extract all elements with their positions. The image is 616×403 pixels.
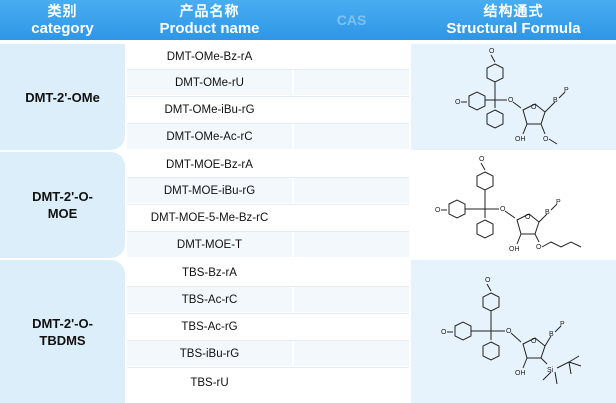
cas-cell	[294, 287, 409, 312]
cas-cell	[294, 232, 409, 257]
header-cas: CAS	[336, 11, 367, 28]
cas-cell	[294, 44, 409, 69]
row-separator	[127, 313, 409, 314]
cas-cell	[294, 341, 409, 366]
product-row: TBS-Ac-rG	[127, 314, 292, 339]
cas-cell	[294, 314, 409, 339]
column-separator	[125, 40, 127, 403]
cas-cell	[294, 368, 409, 398]
atom-label: O	[479, 156, 485, 163]
product-row: TBS-iBu-rG	[127, 341, 292, 366]
atom-label: B	[545, 209, 550, 216]
atom-label: O	[489, 48, 495, 55]
formula-drawing: O O O O B P OH O	[435, 156, 582, 253]
atom-label: O	[508, 97, 514, 104]
atom-label: OH	[509, 246, 520, 253]
atom-label: O	[525, 214, 531, 221]
product-row: DMT-MOE-5-Me-Bz-rC	[127, 205, 292, 230]
structural-formula-moe: O O O O B P OH O	[411, 152, 616, 258]
structural-formula-omE: O O O O B P OH	[411, 44, 616, 150]
category-cell-omE: DMT-2'-OMe	[0, 44, 125, 150]
product-row: TBS-Ac-rC	[127, 287, 292, 312]
header-structural-formula: 结构通式 Structural Formula	[446, 3, 581, 37]
product-row: TBS-Bz-rA	[127, 260, 292, 285]
atom-label: O	[455, 99, 461, 106]
row-separator	[127, 231, 409, 232]
atom-label: O	[506, 328, 512, 335]
atom-label: O	[441, 329, 447, 336]
cas-cell	[294, 124, 409, 149]
atom-label: B	[549, 331, 554, 338]
cas-cell	[294, 205, 409, 230]
atom-label: OH	[515, 370, 526, 377]
atom-label: O	[536, 244, 542, 251]
cas-cell	[294, 260, 409, 285]
atom-label: Si	[547, 367, 554, 374]
cas-cell	[294, 70, 409, 95]
column-separator	[409, 40, 411, 403]
table-header: 类别 category 产品名称 Product name CAS 结构通式 S…	[0, 0, 616, 40]
product-row: DMT-OMe-Bz-rA	[127, 44, 292, 69]
row-separator	[127, 123, 409, 124]
category-cell-moe: DMT-2'-O- MOE	[0, 152, 125, 258]
atom-label: OH	[515, 136, 526, 143]
atom-label: P	[560, 321, 565, 328]
product-row: TBS-rU	[127, 368, 292, 398]
row-separator	[127, 286, 409, 287]
row-separator	[127, 177, 409, 178]
product-row: DMT-OMe-iBu-rG	[127, 97, 292, 122]
header-product-name: 产品名称 Product name	[159, 3, 260, 37]
formula-drawing: O O O O B P OH Si	[441, 277, 582, 385]
atom-label: B	[553, 97, 558, 104]
atom-label: O	[531, 104, 537, 111]
cas-cell	[294, 152, 409, 177]
row-separator	[127, 367, 409, 368]
product-row: DMT-MOE-T	[127, 232, 292, 257]
header-category: 类别 category	[31, 3, 94, 37]
product-row: DMT-OMe-rU	[127, 70, 292, 95]
row-separator	[127, 69, 409, 70]
structural-formula-tbdms: O O O O B P OH Si	[411, 260, 616, 403]
atom-label: O	[531, 338, 537, 345]
product-row: DMT-OMe-Ac-rC	[127, 124, 292, 149]
row-separator	[127, 340, 409, 341]
atom-label: P	[564, 87, 569, 94]
formula-drawing: O O O O B P OH	[455, 48, 569, 145]
atom-label: O	[435, 207, 441, 214]
product-row: DMT-MOE-Bz-rA	[127, 152, 292, 177]
cas-cell	[294, 97, 409, 122]
cas-cell	[294, 178, 409, 203]
product-row: DMT-MOE-iBu-rG	[127, 178, 292, 203]
group-separator	[0, 150, 616, 152]
atom-label: O	[500, 206, 506, 213]
row-separator	[127, 204, 409, 205]
atom-label: O	[543, 136, 549, 143]
row-separator	[127, 96, 409, 97]
atom-label: O	[485, 277, 491, 284]
atom-label: P	[556, 199, 561, 206]
group-separator	[0, 258, 616, 260]
category-cell-tbdms: DMT-2'-O- TBDMS	[0, 260, 125, 403]
